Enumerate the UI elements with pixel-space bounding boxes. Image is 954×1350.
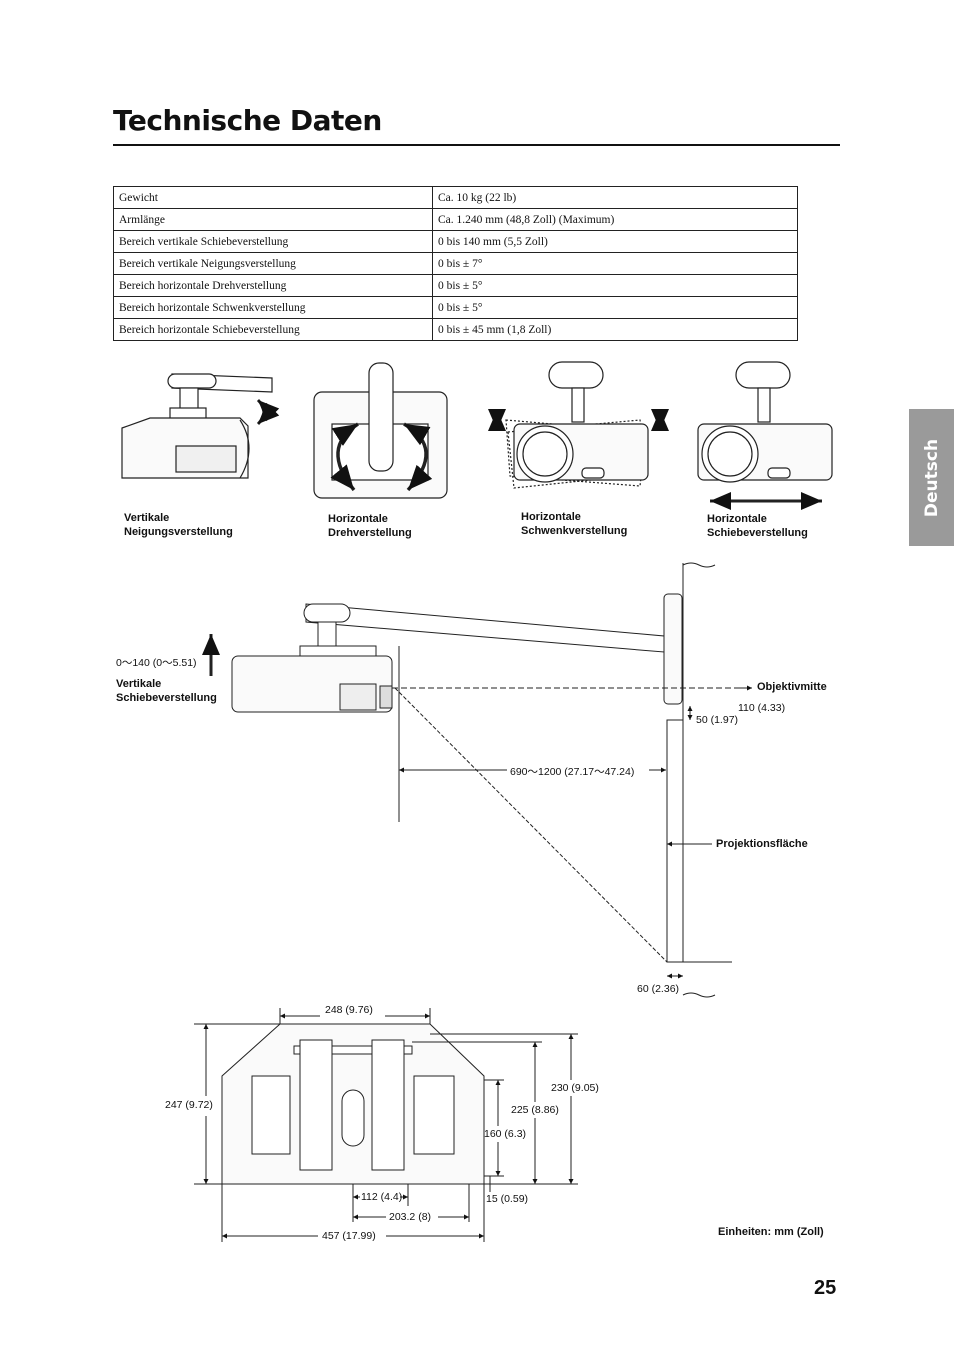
dim-247-label: 247 (9.72) xyxy=(165,1099,213,1111)
lens-center-label: Objektivmitte xyxy=(757,681,827,693)
dim-225-label: 225 (8.86) xyxy=(511,1104,559,1116)
dim-60-label: 60 (2.36) xyxy=(637,983,680,995)
slide-range-label: 0～140 (0～5.51) xyxy=(116,657,197,669)
dim-230-label: 230 (9.05) xyxy=(551,1082,599,1094)
dim-110-label: 110 (4.33) xyxy=(738,702,786,714)
dim-203-label: 203.2 (8) xyxy=(389,1211,432,1223)
dim-50-label: 50 (1.97) xyxy=(696,714,739,726)
dim-248-label: 248 (9.76) xyxy=(325,1004,373,1016)
page-title: Technische Daten xyxy=(113,104,382,137)
dim-112-label: 112 (4.4) xyxy=(361,1191,403,1203)
screen-label: Projektionsfläche xyxy=(716,838,808,850)
page-number: 25 xyxy=(814,1277,837,1299)
language-tab: Deutsch xyxy=(909,409,954,546)
spec-label: Bereich horizontale Drehverstellung xyxy=(113,274,433,297)
slide-label-line1: Vertikale xyxy=(116,678,162,690)
spec-label: Bereich horizontale Schiebeverstellung xyxy=(113,318,433,341)
title-rule xyxy=(113,144,840,146)
mounting-plate-diagram xyxy=(194,1008,578,1242)
dim-15-label: 15 (0.59) xyxy=(486,1193,529,1205)
side-view-diagram xyxy=(202,562,752,998)
slide-label-line2: Schiebeverstellung xyxy=(116,692,217,704)
dim-160-label: 160 (6.3) xyxy=(484,1128,527,1140)
spec-value: 0 bis ± 45 mm (1,8 Zoll) xyxy=(432,318,798,341)
units-note: Einheiten: mm (Zoll) xyxy=(718,1226,824,1238)
dim-arm-length-label: 690～1200 (27.17～47.24) xyxy=(510,766,635,778)
figure-vertical-tilt xyxy=(121,373,280,479)
spec-label: Bereich horizontale Schwenkverstellung xyxy=(113,296,433,319)
figure-horizontal-swivel xyxy=(488,361,669,489)
figure-horizontal-rotation xyxy=(313,362,448,499)
dim-457-label: 457 (17.99) xyxy=(322,1230,376,1242)
figure-horizontal-slide xyxy=(697,361,833,510)
